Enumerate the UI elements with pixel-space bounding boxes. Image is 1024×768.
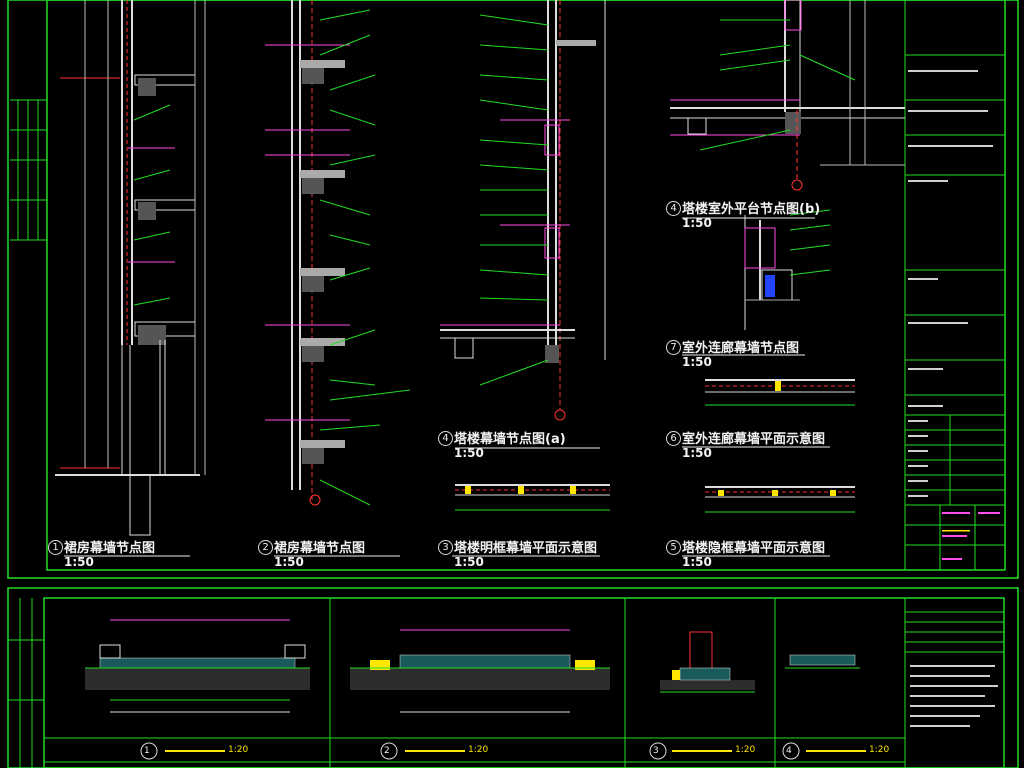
- detail-title-3: 塔楼明框幕墙平面示意图: [454, 541, 598, 556]
- detail-scale-4a: 1:50: [454, 446, 484, 460]
- title-underlines: [64, 217, 830, 557]
- plan-detail-3-exposed-frame: [455, 484, 610, 511]
- lower-sheet-border: [7, 587, 1019, 768]
- detail-1-podium-curtain-wall: [55, 0, 206, 536]
- lower-detail-scale-3: 1:20: [735, 745, 756, 755]
- upper-sheet-border: [7, 0, 1019, 579]
- upper-drawing-frame: [46, 0, 1006, 571]
- detail-scale-3: 1:50: [454, 555, 484, 569]
- detail-title-4b: 塔楼室外平台节点图(b): [682, 202, 821, 217]
- detail-number-6: 6: [666, 431, 681, 446]
- detail-title-6: 室外连廊幕墙平面示意图: [682, 432, 826, 447]
- lower-detail-1-foundation: [85, 619, 310, 713]
- detail-title-5: 塔楼隐框幕墙平面示意图: [682, 541, 826, 556]
- lower-left-binding-strip: [8, 598, 44, 768]
- lower-detail-scale-4: 1:20: [869, 745, 890, 755]
- lower-sheet-dividers: [44, 598, 905, 768]
- detail-scale-6: 1:50: [682, 446, 712, 460]
- lower-detail-3-equipment-base: [660, 631, 755, 693]
- detail-number-1: 1: [48, 540, 63, 555]
- detail-title-1: 裙房幕墙节点图: [64, 541, 156, 556]
- detail-scale-5: 1:50: [682, 555, 712, 569]
- lower-title-block-text: [910, 665, 998, 727]
- detail-scale-1: 1:50: [64, 555, 94, 569]
- detail-2-podium-curtain-wall: [265, 0, 411, 506]
- detail-number-4a: 4: [438, 431, 453, 446]
- lower-detail-number-4: 4: [786, 746, 792, 756]
- title-block-magenta-marks: [942, 512, 1000, 560]
- title-block-text-strokes: [908, 70, 993, 497]
- detail-title-4a: 塔楼幕墙节点图(a): [454, 432, 566, 447]
- detail-number-5: 5: [666, 540, 681, 555]
- lower-detail-scale-2: 1:20: [468, 745, 489, 755]
- detail-number-2: 2: [258, 540, 273, 555]
- plan-detail-6-outdoor-corridor: [705, 379, 855, 406]
- detail-scale-7: 1:50: [682, 355, 712, 369]
- lower-detail-2-foundation: [350, 629, 610, 713]
- detail-4-tower-curtain-wall-a: [440, 0, 606, 421]
- detail-scale-2: 1:50: [274, 555, 304, 569]
- lower-title-block: [904, 598, 1004, 768]
- lower-detail-4-equipment-base: [785, 654, 860, 669]
- lower-detail-scale-1: 1:20: [228, 745, 249, 755]
- plan-detail-5-hidden-frame: [705, 486, 855, 513]
- lower-detail-number-2: 2: [384, 746, 390, 756]
- detail-number-7: 7: [666, 340, 681, 355]
- upper-left-binding-strip: [10, 99, 47, 241]
- detail-7-outdoor-corridor-wall: [744, 209, 831, 330]
- lower-drawing-frame: [43, 597, 1005, 768]
- detail-number-4b: 4: [666, 201, 681, 216]
- detail-scale-4b: 1:50: [682, 216, 712, 230]
- lower-detail-number-3: 3: [653, 746, 659, 756]
- lower-detail-title-bars: [165, 750, 866, 752]
- detail-title-2: 裙房幕墙节点图: [274, 541, 366, 556]
- lower-detail-number-circles: [140, 742, 800, 760]
- detail-4-tower-outdoor-platform-b: [670, 0, 905, 191]
- detail-title-7: 室外连廊幕墙节点图: [682, 341, 800, 356]
- upper-title-block: [904, 0, 1005, 570]
- detail-number-3: 3: [438, 540, 453, 555]
- lower-detail-number-1: 1: [144, 746, 150, 756]
